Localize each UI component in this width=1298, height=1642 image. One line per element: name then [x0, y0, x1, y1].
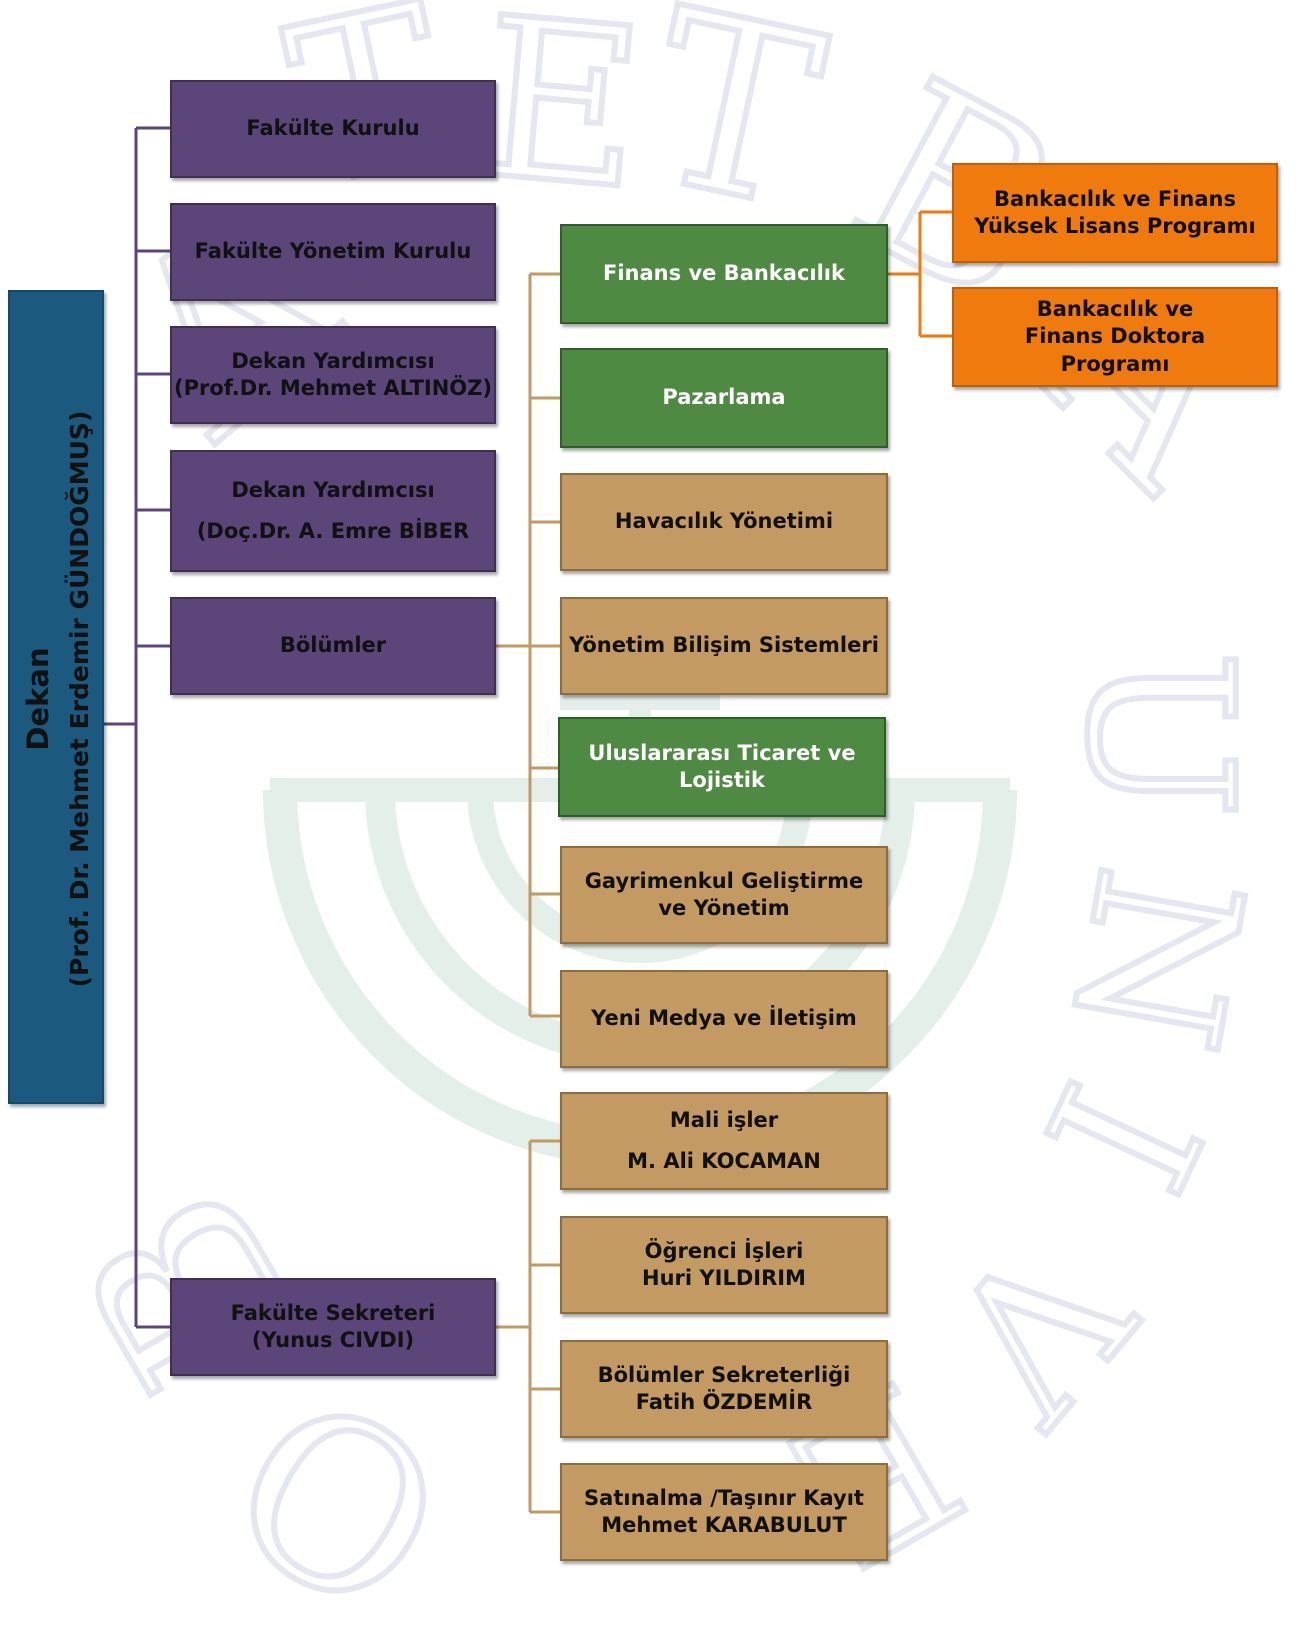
staff-bolumler-sekreterligi: Bölümler Sekreterliği Fatih ÖZDEMİR [560, 1340, 888, 1438]
fakulte-kurulu-box: Fakülte Kurulu [170, 80, 496, 178]
dekan-yardimcisi-2-box: Dekan Yardımcısı (Doç.Dr. A. Emre BİBER [170, 450, 496, 572]
staff-role: Öğrenci İşleri [644, 1238, 804, 1263]
dekan-yardimcisi-1-title: Dekan Yardımcısı [231, 348, 435, 373]
program-yuksek-lisans: Bankacılık ve Finans Yüksek Lisans Progr… [952, 163, 1278, 263]
staff-role: Bölümler Sekreterliği [597, 1362, 851, 1387]
program-connectors [888, 210, 952, 338]
fakulte-yonetim-kurulu-box: Fakülte Yönetim Kurulu [170, 203, 496, 301]
dekan-yardimcisi-1-box: Dekan Yardımcısı (Prof.Dr. Mehmet ALTINÖ… [170, 326, 496, 424]
department-label: Yönetim Bilişim Sistemleri [569, 633, 879, 658]
staff-name: Fatih ÖZDEMİR [635, 1390, 813, 1414]
fakulte-sekreteri-title: Fakülte Sekreteri [230, 1300, 436, 1325]
dekan-name: (Prof. Dr. Mehmet Erdemir GÜNDOĞMUŞ) [65, 410, 95, 988]
department-label: Finans ve Bankacılık [603, 261, 845, 286]
program-doktora: Bankacılık ve Finans Doktora Programı [952, 287, 1278, 387]
staff-name: M. Ali KOCAMAN [627, 1149, 821, 1173]
staff-role: Satınalma /Taşınır Kayıt [584, 1485, 864, 1510]
staff-ogrenci-isleri: Öğrenci İşleri Huri YILDIRIM [560, 1216, 888, 1314]
dekan-yardimcisi-2-name: (Doç.Dr. A. Emre BİBER [196, 519, 470, 543]
department-label: Havacılık Yönetimi [614, 509, 834, 534]
program-label: Bankacılık ve Finans Doktora Programı [1024, 297, 1206, 376]
department-finans-bankacilik: Finans ve Bankacılık [560, 224, 888, 324]
department-connectors [496, 272, 560, 1514]
bolumler-box: Bölümler [170, 597, 496, 695]
board-connectors [104, 126, 170, 1329]
department-label: Uluslararası Ticaret ve Lojistik [588, 740, 856, 792]
staff-mali-isler: Mali işler M. Ali KOCAMAN [560, 1092, 888, 1190]
dekan-title: Dekan [21, 647, 56, 751]
department-label: Yeni Medya ve İletişim [591, 1006, 857, 1031]
dekan-box: Dekan (Prof. Dr. Mehmet Erdemir GÜNDOĞMU… [8, 290, 104, 1104]
svg-text:E: E [471, 0, 653, 239]
staff-name: Mehmet KARABULUT [601, 1513, 847, 1537]
department-pazarlama: Pazarlama [560, 348, 888, 448]
staff-satinalma: Satınalma /Taşınır Kayıt Mehmet KARABULU… [560, 1463, 888, 1561]
fakulte-yonetim-kurulu-label: Fakülte Yönetim Kurulu [194, 239, 472, 264]
bolumler-label: Bölümler [279, 633, 387, 658]
fakulte-kurulu-label: Fakülte Kurulu [246, 116, 420, 141]
department-havacilik-yonetimi: Havacılık Yönetimi [560, 473, 888, 571]
staff-name: Huri YILDIRIM [642, 1266, 806, 1290]
department-uluslararasi-ticaret-lojistik: Uluslararası Ticaret ve Lojistik [558, 717, 886, 817]
dekan-yardimcisi-2-title: Dekan Yardımcısı [231, 477, 435, 502]
department-label: Pazarlama [662, 385, 786, 410]
department-yeni-medya-iletisim: Yeni Medya ve İletişim [560, 970, 888, 1068]
department-gayrimenkul-gelistirme: Gayrimenkul Geliştirme ve Yönetim [560, 846, 888, 944]
staff-role: Mali işler [669, 1107, 779, 1132]
department-yonetim-bilisim-sistemleri: Yönetim Bilişim Sistemleri [560, 597, 888, 695]
dekan-yardimcisi-1-name: (Prof.Dr. Mehmet ALTINÖZ) [174, 376, 492, 400]
fakulte-sekreteri-box: Fakülte Sekreteri (Yunus CIVDI) [170, 1278, 496, 1376]
svg-text:N: N [1025, 852, 1285, 1065]
fakulte-sekreteri-name: (Yunus CIVDI) [251, 1328, 415, 1352]
svg-text:U: U [1042, 650, 1275, 819]
program-label: Bankacılık ve Finans Yüksek Lisans Progr… [974, 186, 1256, 238]
department-label: Gayrimenkul Geliştirme ve Yönetim [584, 868, 864, 920]
